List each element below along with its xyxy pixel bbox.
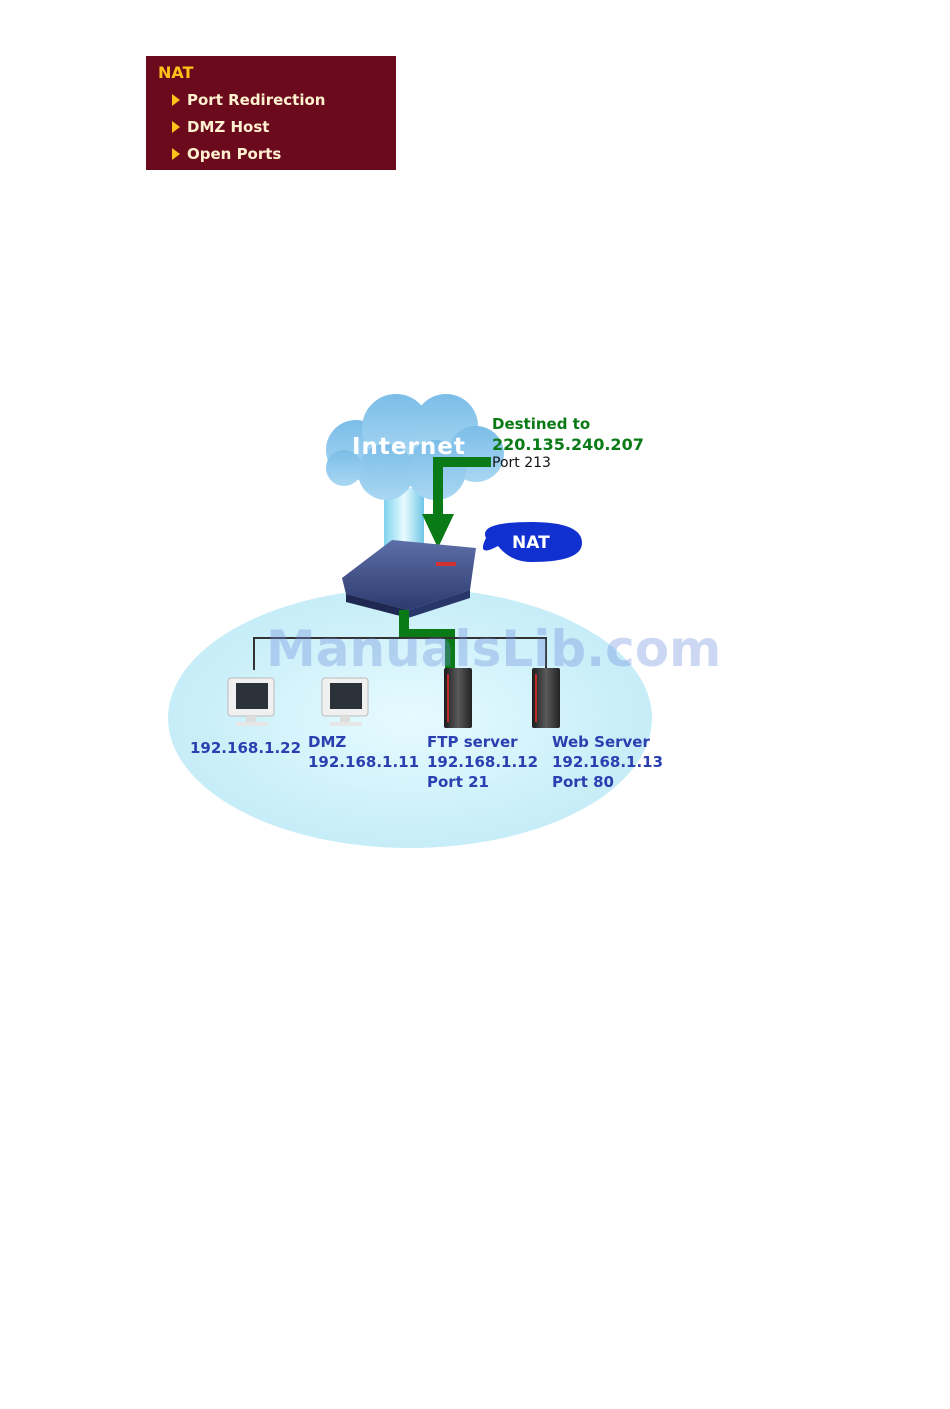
host-label-ftp: FTP server 192.168.1.12 Port 21 <box>427 732 538 792</box>
nat-menu-title: NAT <box>158 62 396 84</box>
menu-item-label: DMZ Host <box>187 118 269 136</box>
triangle-right-icon <box>172 121 180 133</box>
host-port: Port 80 <box>552 772 663 792</box>
nat-network-diagram: Internet Destined to 220.135.240.207 Por… <box>146 388 670 850</box>
host-port: Port 21 <box>427 772 538 792</box>
host-label-pc: 192.168.1.22 <box>190 738 301 758</box>
menu-item-port-redirection[interactable]: Port Redirection <box>172 86 396 113</box>
destination-heading: Destined to <box>492 415 590 433</box>
nat-bubble-label: NAT <box>512 533 550 553</box>
host-ip: 192.168.1.22 <box>190 738 301 758</box>
host-ip: 192.168.1.12 <box>427 752 538 772</box>
watermark: ManualsLib.com <box>266 620 721 678</box>
menu-item-label: Port Redirection <box>187 91 325 109</box>
destination-port: Port 213 <box>492 455 551 471</box>
host-label-dmz: DMZ 192.168.1.11 <box>308 732 419 772</box>
host-role: DMZ <box>308 732 419 752</box>
triangle-right-icon <box>172 148 180 160</box>
host-role: FTP server <box>427 732 538 752</box>
internet-label: Internet <box>352 434 466 460</box>
host-label-web: Web Server 192.168.1.13 Port 80 <box>552 732 663 792</box>
host-ip: 192.168.1.11 <box>308 752 419 772</box>
host-role: Web Server <box>552 732 663 752</box>
nat-menu: NAT Port Redirection DMZ Host Open Ports <box>146 56 396 170</box>
menu-item-dmz-host[interactable]: DMZ Host <box>172 113 396 140</box>
triangle-right-icon <box>172 94 180 106</box>
inbound-arrow-head <box>422 514 454 548</box>
destination-ip: 220.135.240.207 <box>492 435 644 454</box>
host-ip: 192.168.1.13 <box>552 752 663 772</box>
menu-item-open-ports[interactable]: Open Ports <box>172 140 396 167</box>
menu-item-label: Open Ports <box>187 145 281 163</box>
